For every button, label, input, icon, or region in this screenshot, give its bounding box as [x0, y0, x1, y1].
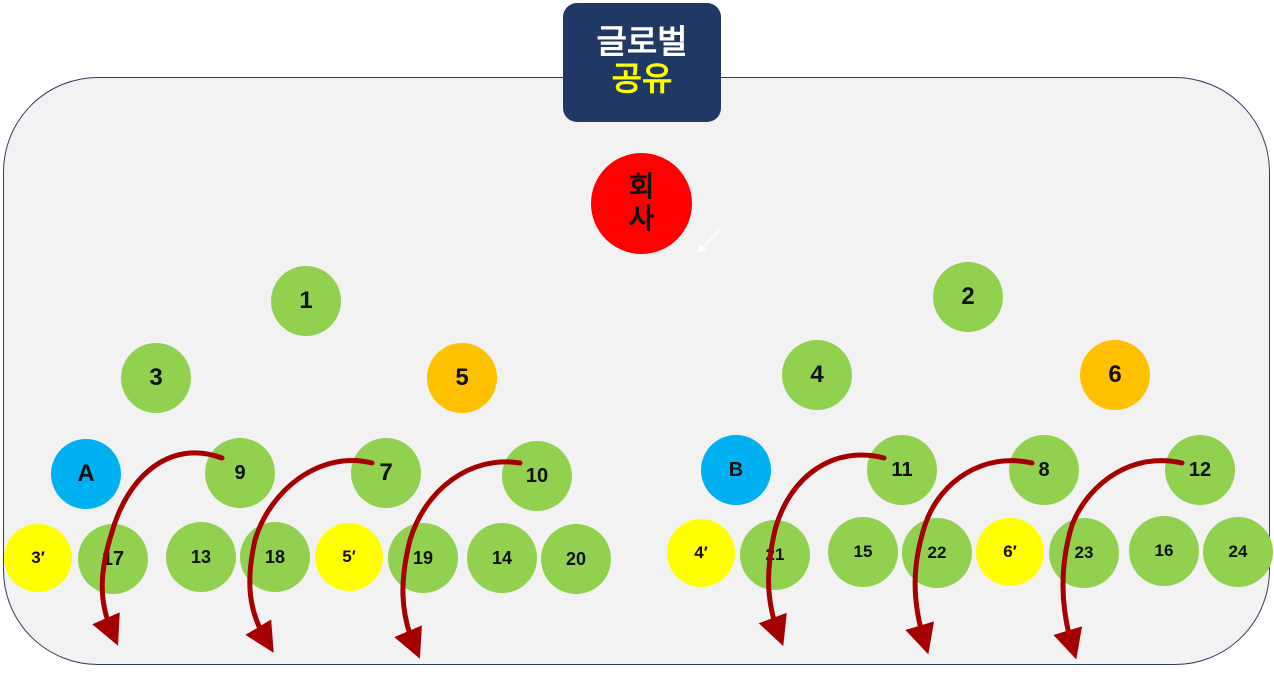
- node-5-prime: 5′: [315, 523, 383, 591]
- node-7: 7: [351, 438, 421, 508]
- node-label: 23: [1074, 543, 1094, 562]
- node-label: A: [77, 460, 95, 487]
- node-label: 15: [853, 542, 873, 561]
- node-label: 16: [1154, 541, 1174, 560]
- node-label: 4: [810, 361, 824, 388]
- node-4: 4: [782, 340, 852, 410]
- node-label: 20: [565, 548, 587, 569]
- node-label: 3′: [31, 548, 45, 567]
- company-node: 회 사: [591, 153, 692, 254]
- node-label: 7: [379, 459, 393, 486]
- node-20: 20: [541, 524, 611, 594]
- node-A: A: [51, 439, 121, 509]
- node-label: 11: [891, 458, 913, 481]
- node-18: 18: [240, 522, 310, 592]
- node-6: 6: [1080, 340, 1150, 410]
- node-5: 5: [427, 343, 497, 413]
- node-label: 3: [149, 364, 163, 391]
- node-11: 11: [867, 435, 937, 505]
- node-24: 24: [1203, 517, 1273, 587]
- node-label: 12: [1188, 458, 1212, 481]
- title-box: 글로벌 공유: [563, 3, 721, 122]
- node-15: 15: [828, 517, 898, 587]
- node-13: 13: [166, 522, 236, 592]
- node-label: 18: [264, 546, 286, 567]
- node-label: 4′: [694, 543, 708, 562]
- node-label: 1: [299, 287, 313, 314]
- node-8: 8: [1009, 435, 1079, 505]
- node-10: 10: [502, 441, 572, 511]
- node-label: 5: [455, 364, 469, 391]
- node-label: 6: [1108, 361, 1122, 388]
- node-9: 9: [205, 438, 275, 508]
- node-label: 14: [491, 547, 513, 568]
- node-17: 17: [78, 524, 148, 594]
- node-6-prime: 6′: [976, 518, 1044, 586]
- node-3: 3: [121, 343, 191, 413]
- node-label: 10: [525, 464, 549, 487]
- node-B: B: [701, 435, 771, 505]
- node-label: 8: [1038, 458, 1050, 481]
- node-4-prime: 4′: [667, 519, 735, 587]
- node-3-prime: 3′: [4, 524, 72, 592]
- company-label: 회 사: [628, 170, 655, 235]
- node-label: 13: [190, 546, 212, 567]
- node-label: 2: [961, 283, 975, 310]
- title-line-1: 글로벌: [596, 22, 688, 61]
- node-label: 21: [765, 545, 785, 564]
- node-12: 12: [1165, 435, 1235, 505]
- node-16: 16: [1129, 516, 1199, 586]
- node-label: B: [728, 458, 744, 481]
- node-14: 14: [467, 523, 537, 593]
- node-label: 24: [1228, 542, 1248, 561]
- node-21: 21: [740, 520, 810, 590]
- node-label: 9: [234, 461, 246, 484]
- node-label: 19: [412, 547, 434, 568]
- title-line-2: 공유: [611, 59, 673, 98]
- node-label: 6′: [1003, 542, 1017, 561]
- node-label: 5′: [342, 547, 356, 566]
- node-2: 2: [933, 262, 1003, 332]
- node-label: 17: [101, 547, 125, 570]
- node-19: 19: [388, 523, 458, 593]
- node-1: 1: [271, 266, 341, 336]
- node-22: 22: [902, 518, 972, 588]
- node-23: 23: [1049, 518, 1119, 588]
- node-label: 22: [927, 543, 947, 562]
